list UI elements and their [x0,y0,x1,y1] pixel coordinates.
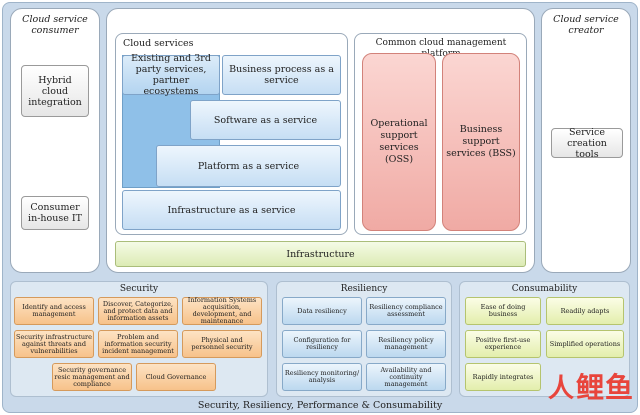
consumer-panel: Cloud service consumer Hybrid cloud inte… [10,8,100,273]
resiliency-item-3[interactable]: Configuration for resiliency [282,330,362,358]
watermark-char-1: 人 [548,374,575,404]
security-item-1[interactable]: Identify and access management [14,297,94,325]
management-title: Common cloud management platform [375,38,507,59]
watermark-char-2: 鲤 [576,371,605,404]
iaas-box[interactable]: Infrastructure as a service [122,190,341,230]
resiliency-item-6[interactable]: Availability and continuity management [366,363,446,391]
consumability-item-3[interactable]: Positive first-use experience [465,330,541,358]
consumer-inhouse-it-box[interactable]: Consumer in-house IT [21,196,89,230]
security-title: Security [119,284,159,294]
security-item-3[interactable]: Information Systems acquisition, develop… [182,297,262,325]
bpaas-box[interactable]: Business process as a service [222,55,341,95]
security-item-7[interactable]: Security governance resic management and… [52,363,132,391]
security-item-4[interactable]: Security infrastructure against threats … [14,330,94,358]
infrastructure-bar[interactable]: Infrastructure [115,241,526,267]
consumer-title: Cloud service consumer [22,14,88,36]
consumability-item-1[interactable]: Ease of doing business [465,297,541,325]
consumability-item-4[interactable]: Simplified operations [546,330,624,358]
resiliency-title: Resiliency [340,284,388,294]
existing-services-box[interactable]: Existing and 3rd party services, partner… [122,53,220,97]
bss-box[interactable]: Business support services (BSS) [442,53,520,231]
service-creation-tools-box[interactable]: Service creation tools [551,127,623,160]
security-item-8[interactable]: Cloud Governance [136,363,216,391]
consumability-item-5[interactable]: Rapidly integrates [465,363,541,391]
resiliency-item-5[interactable]: Resiliency monitoring/ analysis [282,363,362,391]
consumability-title: Consumability [511,284,578,294]
footer-caption: Security, Resiliency, Performance & Cons… [197,400,443,411]
resiliency-item-2[interactable]: Resiliency compliance assessment [366,297,446,325]
paas-box[interactable]: Platform as a service [156,145,341,187]
security-item-2[interactable]: Discover, Categorize, and protect data a… [98,297,178,325]
watermark-char-3: 鱼 [605,371,634,404]
creator-panel: Cloud service creator Service creation t… [541,8,631,273]
saas-box[interactable]: Software as a service [190,100,341,140]
security-item-5[interactable]: Problem and information security inciden… [98,330,178,358]
oss-box[interactable]: Operational support services (OSS) [362,53,436,231]
cloud-services-title: Cloud services [123,38,194,49]
resiliency-item-4[interactable]: Resiliency policy management [366,330,446,358]
creator-title: Cloud service creator [553,14,619,36]
watermark-logo: 人 鲤 鱼 [548,368,634,412]
security-item-6[interactable]: Physical and personnel security [182,330,262,358]
resiliency-item-1[interactable]: Data resiliency [282,297,362,325]
hybrid-cloud-integration-box[interactable]: Hybrid cloud integration [21,65,89,117]
consumability-item-2[interactable]: Readily adapts [546,297,624,325]
